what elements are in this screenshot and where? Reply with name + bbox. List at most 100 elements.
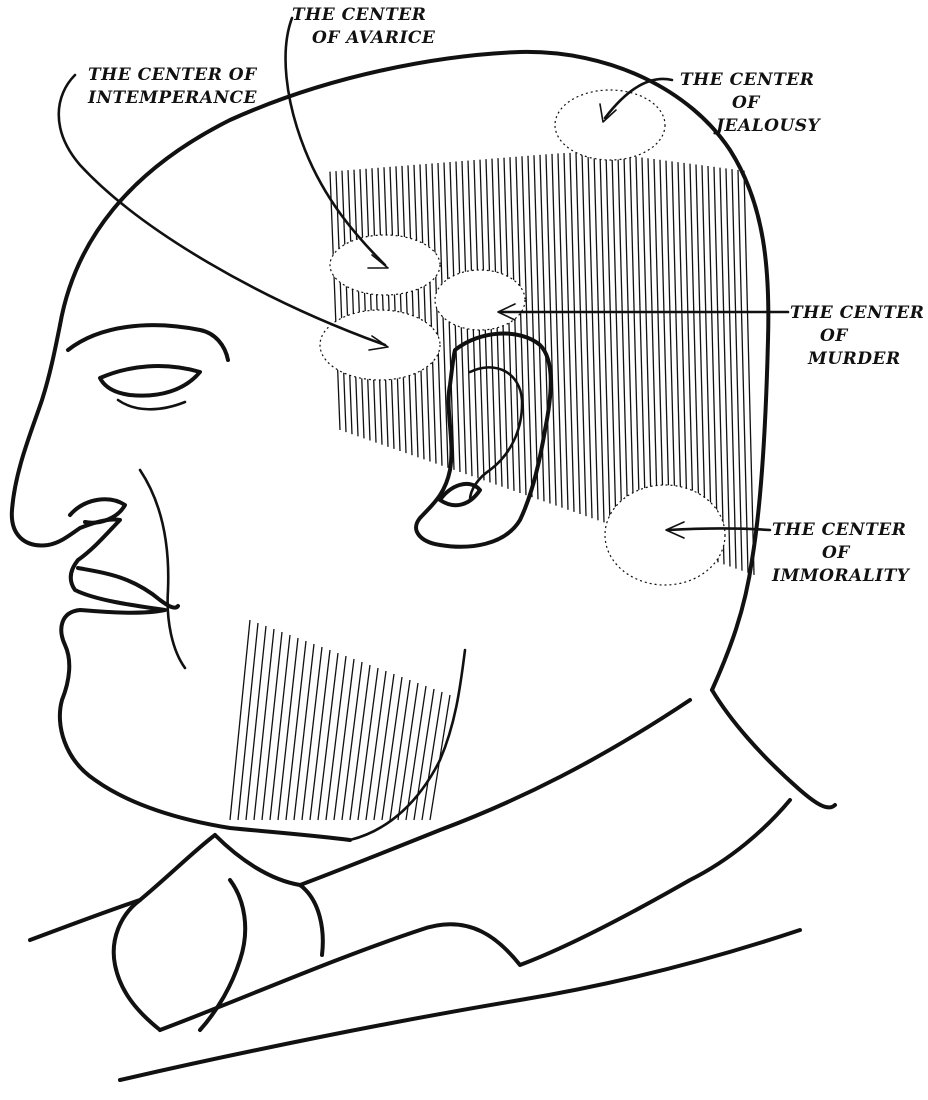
hatch-stroke [576,153,586,516]
label-murder-line-1: THE CENTER [790,303,924,323]
label-jealousy: THE CENTER OF JEALOUSY [680,70,822,136]
hatch-stroke [422,692,442,820]
hatch-stroke [366,671,386,820]
label-immorality-line-2: OF [822,543,851,563]
hatch-stroke [294,644,314,820]
spot-murder [435,270,525,330]
mouth [78,568,178,608]
hatch-stroke [402,166,412,455]
label-intemperance: THE CENTER OF INTEMPERANCE [87,65,263,108]
eye-lower-lid [118,400,185,409]
hatch-stroke [238,623,258,820]
hatch-stroke [372,168,382,444]
hatch-stroke [406,686,426,820]
hatch-stroke [516,157,526,495]
shirt-front-line [300,700,690,885]
leader-intemperance [59,75,385,345]
hatch-stroke [360,169,370,440]
hatch-stroke [374,674,394,820]
hatch-stroke [382,677,402,820]
hatch-stroke [612,154,622,529]
hatch-stroke [744,171,754,575]
leader-avarice [286,18,385,265]
hatch-stroke [594,152,604,522]
hatch-stroke [558,153,568,509]
hatch-stroke [246,626,266,820]
hatch-stroke [528,156,538,500]
lapel [160,800,790,1030]
leader-immorality [668,529,770,531]
hatch-stroke [334,659,354,820]
hatch-stroke [564,153,574,512]
hatch-stroke [600,152,610,525]
hatch-stroke [420,164,430,461]
spot-jealousy [555,90,665,160]
hatch-stroke [522,156,532,497]
hatch-stroke [618,154,628,530]
hatch-stroke [414,689,434,820]
label-jealousy-line-2: OF [732,93,761,113]
collar-left [114,835,215,1030]
label-avarice: THE CENTER OF AVARICE [292,5,436,48]
collar [215,835,323,955]
label-avarice-line-2: OF AVARICE [312,28,436,48]
hatch-stroke [342,171,352,435]
label-avarice-line-1: THE CENTER [292,5,426,25]
hatch-stroke [624,155,634,533]
hatch-stroke [390,680,410,820]
hatch-stroke [354,170,364,439]
label-immorality-line-3: IMMORALITY [771,566,911,586]
label-immorality-line-1: THE CENTER [772,520,906,540]
hatch-stroke [738,170,748,573]
hatch-stroke [342,662,362,820]
hatch-stroke [254,629,274,820]
hatch-stroke [366,169,376,443]
hatch-stroke [262,632,282,820]
label-jealousy-line-1: THE CENTER [680,70,814,90]
label-murder-line-2: OF [820,326,849,346]
hatch-stroke [606,153,616,527]
hatch-stroke [582,153,592,519]
hatch-stroke [348,170,358,436]
label-jealousy-line-3: JEALOUSY [713,116,822,136]
hatch-stroke [286,641,306,820]
label-intemperance-line-2: INTEMPERANCE [87,88,258,108]
hatch-stroke [642,157,652,539]
hatch-stroke [732,169,742,571]
hatch-stroke [278,638,298,820]
hatch-stroke [648,158,658,541]
hatch-stroke [378,168,388,447]
hatch-stroke [390,167,400,451]
hatch-stroke [726,168,736,568]
neck-back [712,690,835,807]
hatch-stroke [326,656,346,820]
hatch-stroke [384,167,394,449]
hatch-stroke [396,166,406,453]
spot-immorality [605,485,725,585]
hatch-stroke [318,653,338,820]
hatch-stroke [570,153,580,514]
hatch-stroke [552,154,562,508]
hatch-stroke [426,164,436,464]
label-murder-line-3: MURDER [807,349,901,369]
eye [100,366,200,396]
hatch-stroke [414,165,424,460]
hatch-stroke [714,167,724,565]
cheek-crease [140,470,185,668]
hatch-stroke [432,163,442,465]
hatch-stroke [408,165,418,457]
hatch-stroke [302,647,322,820]
hatch-stroke [310,650,330,820]
hatch-stroke [230,620,250,820]
label-murder: THE CENTER OF MURDER [790,303,928,369]
hatch-stroke [636,157,646,537]
spot-intemperance [320,310,440,380]
label-intemperance-line-1: THE CENTER OF [88,65,258,85]
hatch-stroke [546,154,556,505]
hatch-stroke [358,668,378,820]
hatch-stroke [720,168,730,567]
hatch-stroke [630,156,640,535]
eyebrow [68,325,228,360]
hatch-stroke [270,635,290,820]
